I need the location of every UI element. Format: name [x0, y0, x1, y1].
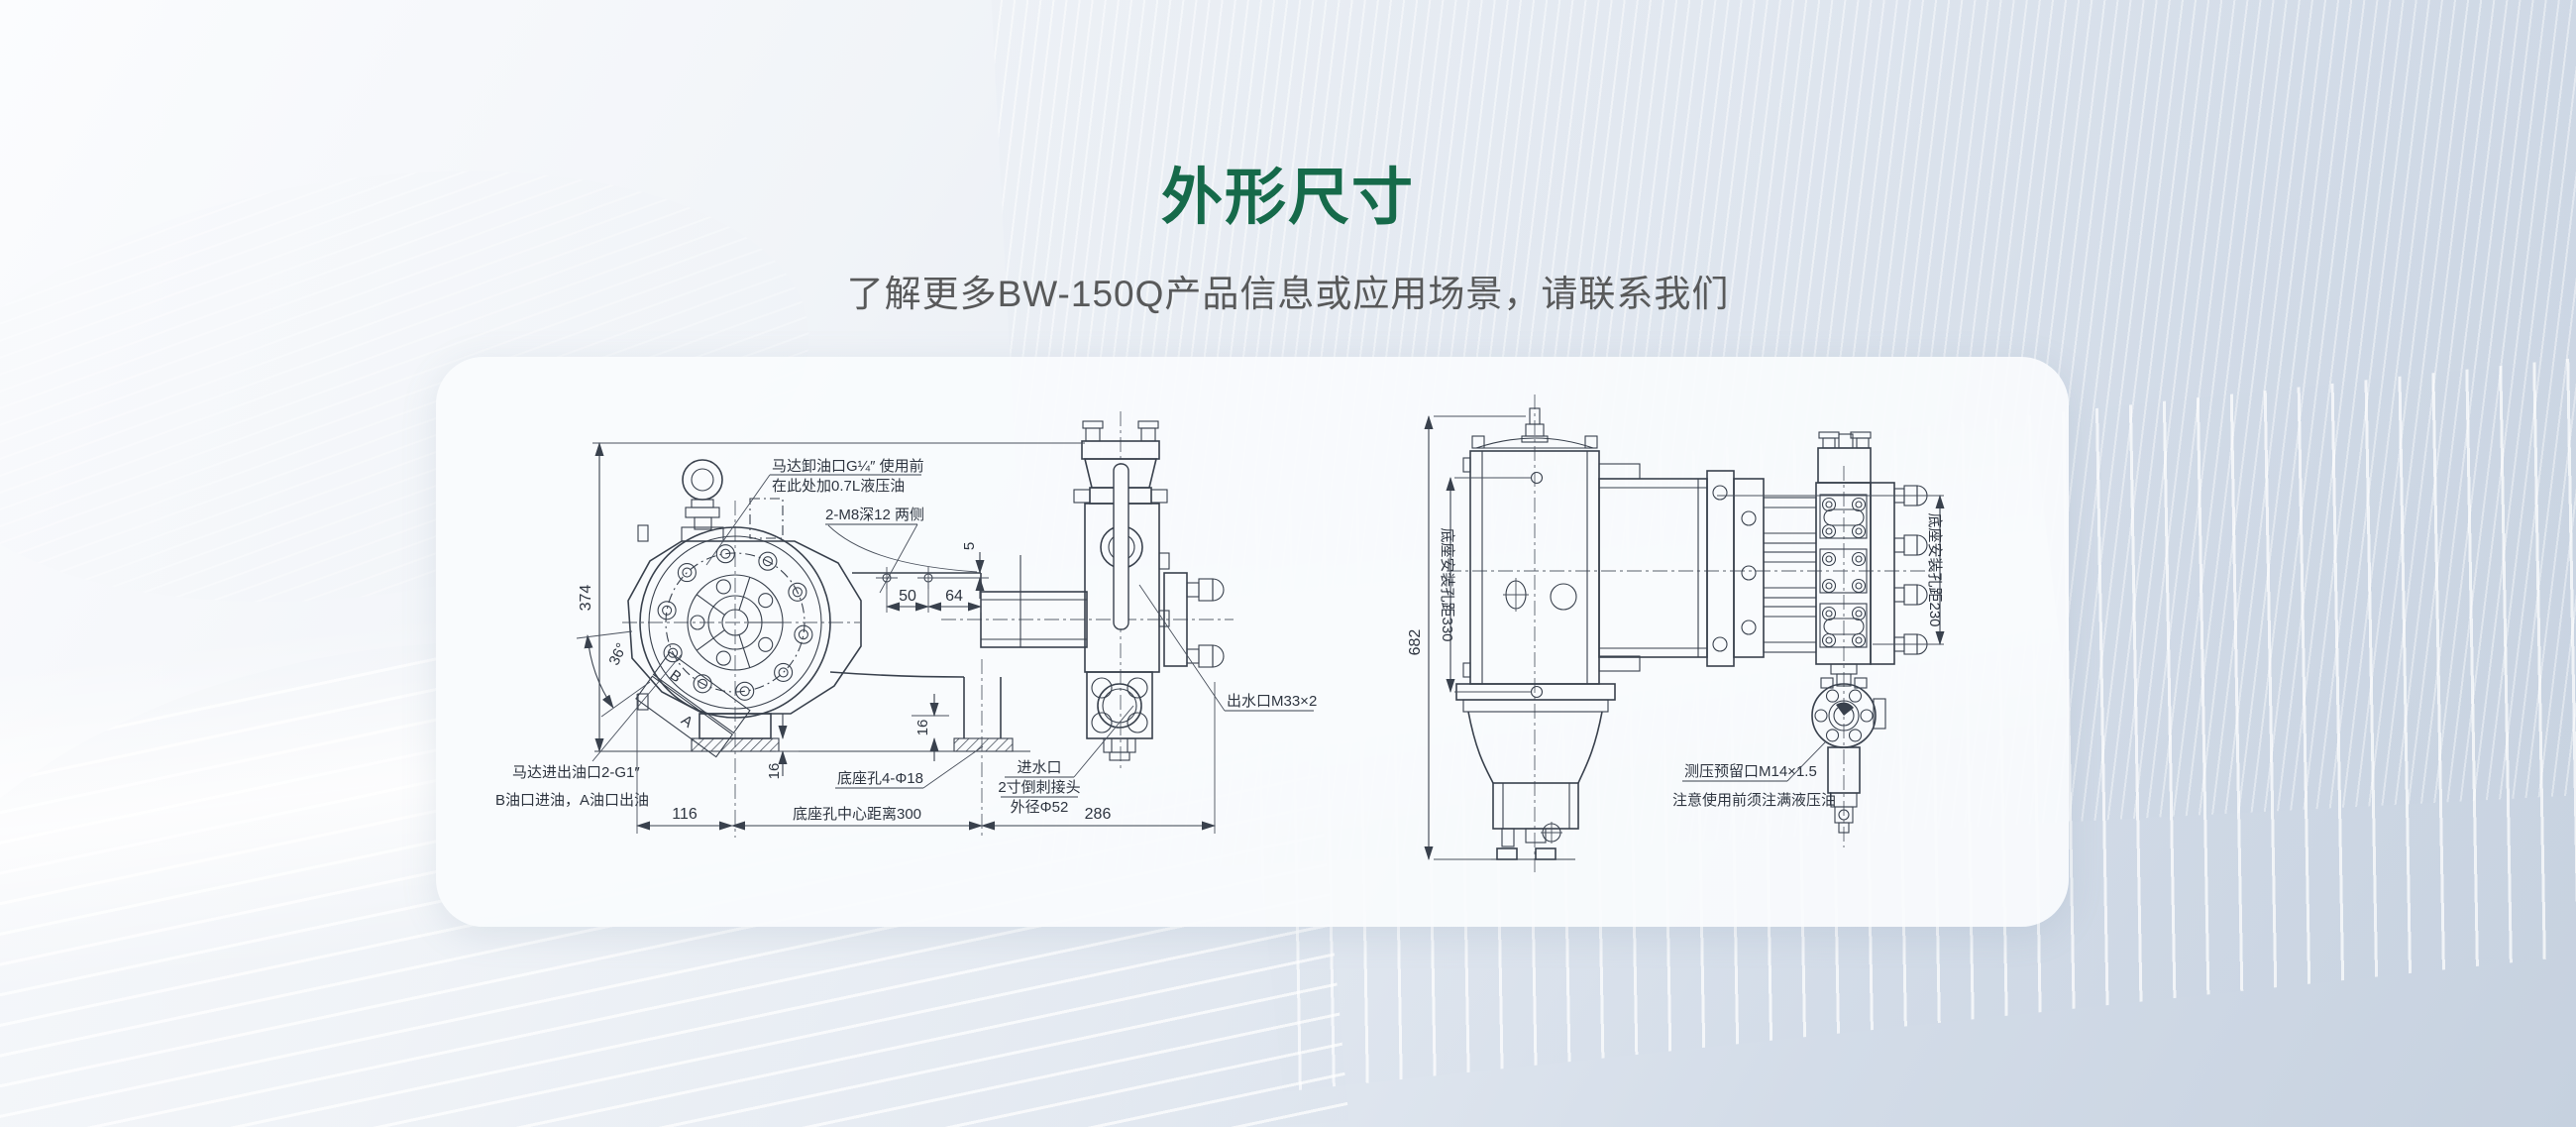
m8-note-label: 2-M8深12 两侧	[825, 507, 924, 523]
dim-angle-36: 36°	[576, 630, 651, 718]
dim-16-right-label: 16	[914, 720, 931, 736]
dim-330: 底座安装孔距330	[1439, 477, 1532, 693]
dim-64-label: 64	[945, 588, 963, 605]
inlet-line1: 进水口	[1017, 759, 1061, 776]
dim-50-64-5: 50 64 5	[886, 542, 989, 613]
front-centerlines	[622, 411, 1234, 838]
motor-top	[1455, 407, 1616, 860]
outlet-label: 出水口M33×2	[1227, 693, 1317, 710]
bracket-arm	[594, 555, 1088, 752]
oil-warning-label: 注意使用前须注满液压油	[1672, 791, 1836, 809]
dim-374-label: 374	[578, 585, 594, 612]
note-outlet: 出水口M33×2	[1138, 584, 1317, 712]
inlet-line2: 2寸倒刺接头	[998, 779, 1080, 796]
valve-bolts	[1821, 497, 1867, 648]
note-base-holes: 底座孔4-Φ18	[835, 745, 984, 789]
pump-front-cover: B A	[635, 526, 831, 758]
eye-bolt	[682, 459, 723, 530]
gearbox-housing-front	[627, 498, 862, 752]
motor-ports-line1: 马达进出油口2-G1″	[512, 764, 640, 781]
page-title: 外形尺寸	[1160, 164, 1415, 232]
mount-330-label: 底座安装孔距330	[1439, 527, 1455, 641]
top-view-drawing: 682 底座安装孔距330 底座安装孔距230	[1407, 394, 1945, 872]
top-centerlines	[1447, 394, 1932, 872]
note-inlet: 进水口 2寸倒刺接头 外径Φ52	[998, 705, 1134, 816]
page-subtitle: 了解更多BW-150Q产品信息或应用场景，请联系我们	[846, 274, 1730, 314]
dim-230: 底座安装孔距230	[1717, 495, 1945, 645]
port-a-label: A	[678, 712, 696, 732]
pressure-gauge-assembly	[1811, 663, 1886, 834]
note-motor-drain: 马达卸油口G¼″ 使用前 在此处加0.7L液压油	[705, 458, 924, 566]
pressure-port-label: 测压预留口M14×1.5	[1684, 763, 1817, 780]
dim-50-label: 50	[899, 588, 916, 605]
engineering-drawings: B A	[495, 394, 1945, 872]
outlet-plugs	[1186, 578, 1225, 668]
dim-bottom-chain: 116 底座孔中心距离300 286	[636, 682, 1216, 834]
valve-block-top	[1815, 431, 1928, 665]
frame-top	[1598, 463, 1765, 672]
dimension-card: B A	[436, 357, 2069, 927]
base-holes-label: 底座孔4-Φ18	[837, 770, 923, 787]
note-m8: 2-M8深12 两侧	[825, 507, 978, 594]
side-plugs	[1893, 485, 1928, 655]
note-motor-ports: 马达进出油口2-G1″ B油口进油，A油口出油	[495, 653, 683, 809]
dim-16-right: 16	[912, 694, 949, 761]
pump-head-front	[1073, 420, 1225, 761]
dim-16-left-label: 16	[766, 763, 783, 780]
inlet-line3: 外径Φ52	[1011, 799, 1069, 816]
inlet-flange	[1086, 671, 1153, 761]
drain-note-line2: 在此处加0.7L液压油	[772, 478, 905, 495]
base-center-300-label: 底座孔中心距离300	[793, 806, 921, 823]
dim-682-label: 682	[1407, 629, 1424, 656]
gauge-flange-bolts	[1814, 689, 1874, 742]
dim-116-label: 116	[672, 806, 698, 823]
cover-bolts	[657, 544, 813, 701]
angle-36-label: 36°	[605, 640, 630, 668]
dim-682: 682	[1407, 415, 1526, 860]
cover-web-spokes	[690, 577, 783, 668]
plunger-rods	[1763, 497, 1817, 653]
dim-5-label: 5	[961, 542, 978, 550]
drain-note-line1: 马达卸油口G¼″ 使用前	[772, 458, 924, 475]
dim-286-label: 286	[1085, 806, 1112, 823]
front-view-drawing: B A	[495, 411, 1317, 838]
note-pressure-port: 测压预留口M14×1.5 注意使用前须注满液压油	[1672, 740, 1836, 809]
mount-230-label: 底座安装孔距230	[1926, 512, 1943, 626]
motor-ports-line2: B油口进油，A油口出油	[495, 792, 649, 809]
dim-16-left: 16	[766, 714, 799, 779]
